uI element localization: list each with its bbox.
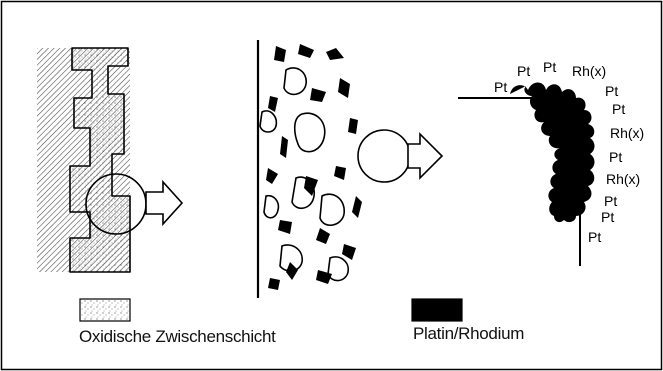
crystal-label: Pt bbox=[605, 83, 618, 99]
arrow-right-2 bbox=[407, 132, 444, 180]
crystal-label: Pt bbox=[588, 229, 601, 245]
crystal-label: Pt bbox=[609, 149, 622, 165]
magnifier-circle-2 bbox=[357, 129, 411, 183]
panel-oxide-layer bbox=[37, 47, 184, 273]
crystal-label: Rh(x) bbox=[610, 125, 644, 141]
crystal-label: Rh(x) bbox=[606, 171, 640, 187]
arrow-right-1 bbox=[145, 179, 184, 227]
oxide-legend-label: Oxidische Zwischenschicht bbox=[79, 327, 276, 346]
crystal-label: Pt bbox=[612, 101, 625, 117]
metal-legend-label: Platin/Rhodium bbox=[413, 324, 525, 343]
crystal-label: Pt bbox=[601, 209, 614, 225]
panel-crystal: Pt Pt Pt Rh(x) Pt Pt Rh(x) Pt Rh(x) Pt P… bbox=[458, 59, 644, 266]
oxide-meander bbox=[69, 47, 131, 273]
crystal-label: Pt bbox=[517, 63, 530, 79]
panel-porous-structure bbox=[256, 40, 444, 298]
crystal-label: Pt bbox=[543, 59, 556, 75]
crystal-label: Pt bbox=[494, 79, 507, 95]
black-blob bbox=[266, 44, 362, 290]
pore-outline bbox=[259, 67, 350, 282]
crystal-label: Rh(x) bbox=[572, 63, 606, 79]
crystal-dendrite bbox=[510, 82, 595, 223]
crystal-label: Pt bbox=[604, 193, 617, 209]
oxide-legend-swatch bbox=[79, 298, 131, 322]
metal-legend-swatch bbox=[411, 298, 463, 322]
